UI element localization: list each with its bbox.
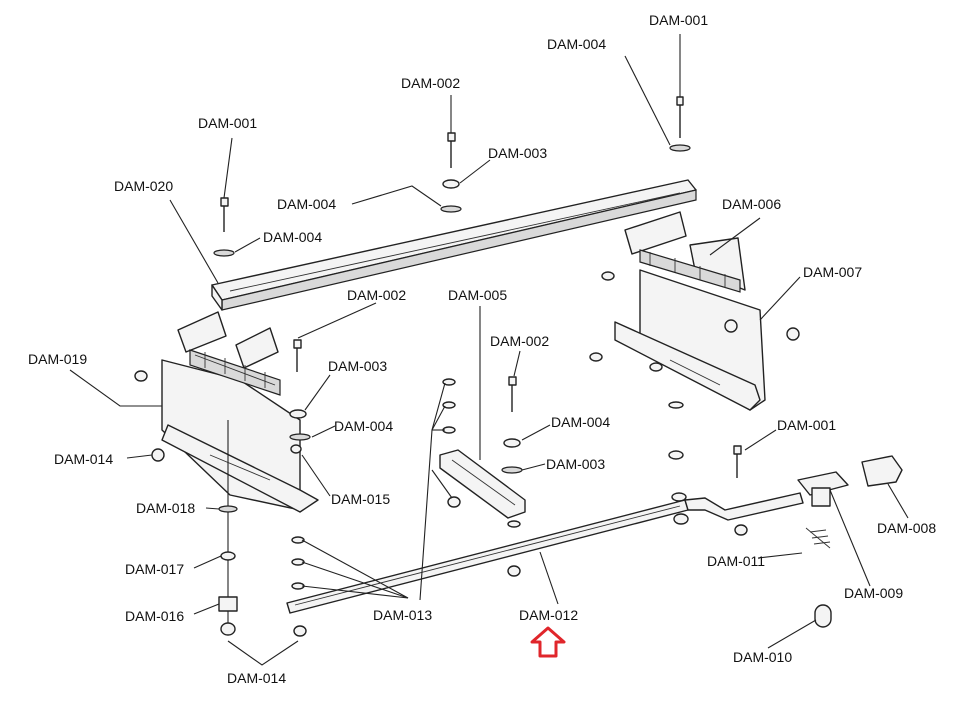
fastener-stacks <box>134 96 800 637</box>
callout-dam-004-middle: DAM-004 <box>551 414 610 430</box>
right-bracket <box>614 211 766 411</box>
callout-dam-014-left: DAM-014 <box>54 451 113 467</box>
callout-dam-017: DAM-017 <box>125 561 184 577</box>
callout-dam-006: DAM-006 <box>722 196 781 212</box>
callout-dam-001-right: DAM-001 <box>777 417 836 433</box>
callout-dam-009: DAM-009 <box>844 585 903 601</box>
callout-dam-002-left: DAM-002 <box>347 287 406 303</box>
leader-lines <box>69 34 909 666</box>
callout-dam-008: DAM-008 <box>877 520 936 536</box>
callout-dam-007: DAM-007 <box>803 264 862 280</box>
callout-dam-011: DAM-011 <box>707 553 765 569</box>
callout-dam-018: DAM-018 <box>136 500 195 516</box>
callout-dam-010: DAM-010 <box>733 649 792 665</box>
callout-dam-001-left: DAM-001 <box>198 115 257 131</box>
top-rail <box>211 179 697 311</box>
callout-labels: DAM-001 DAM-004 DAM-002 DAM-003 DAM-001 … <box>28 12 936 686</box>
callout-dam-004-left: DAM-004 <box>263 229 322 245</box>
callout-dam-001-top-right: DAM-001 <box>649 12 708 28</box>
callout-dam-002-middle: DAM-002 <box>490 333 549 349</box>
highlight-arrow-icon <box>530 626 566 658</box>
callout-dam-004-mid-left: DAM-004 <box>334 418 393 434</box>
bottom-rail <box>286 492 804 614</box>
callout-dam-004-center: DAM-004 <box>277 196 336 212</box>
callout-dam-004-top-right: DAM-004 <box>547 36 606 52</box>
callout-dam-013: DAM-013 <box>373 607 432 623</box>
callout-dam-005: DAM-005 <box>448 287 507 303</box>
callout-dam-019: DAM-019 <box>28 351 87 367</box>
callout-dam-015: DAM-015 <box>331 491 390 507</box>
callout-dam-014-bottom: DAM-014 <box>227 670 286 686</box>
callout-dam-003-middle: DAM-003 <box>546 456 605 472</box>
callout-dam-012: DAM-012 <box>519 607 578 623</box>
callout-dam-003-left: DAM-003 <box>328 358 387 374</box>
callout-dam-003-top: DAM-003 <box>488 145 547 161</box>
latch-assembly <box>797 455 903 628</box>
left-bracket <box>161 311 319 513</box>
callout-dam-002-top: DAM-002 <box>401 75 460 91</box>
callout-dam-016: DAM-016 <box>125 608 184 624</box>
callout-dam-020: DAM-020 <box>114 178 173 194</box>
middle-bracket <box>439 449 526 519</box>
